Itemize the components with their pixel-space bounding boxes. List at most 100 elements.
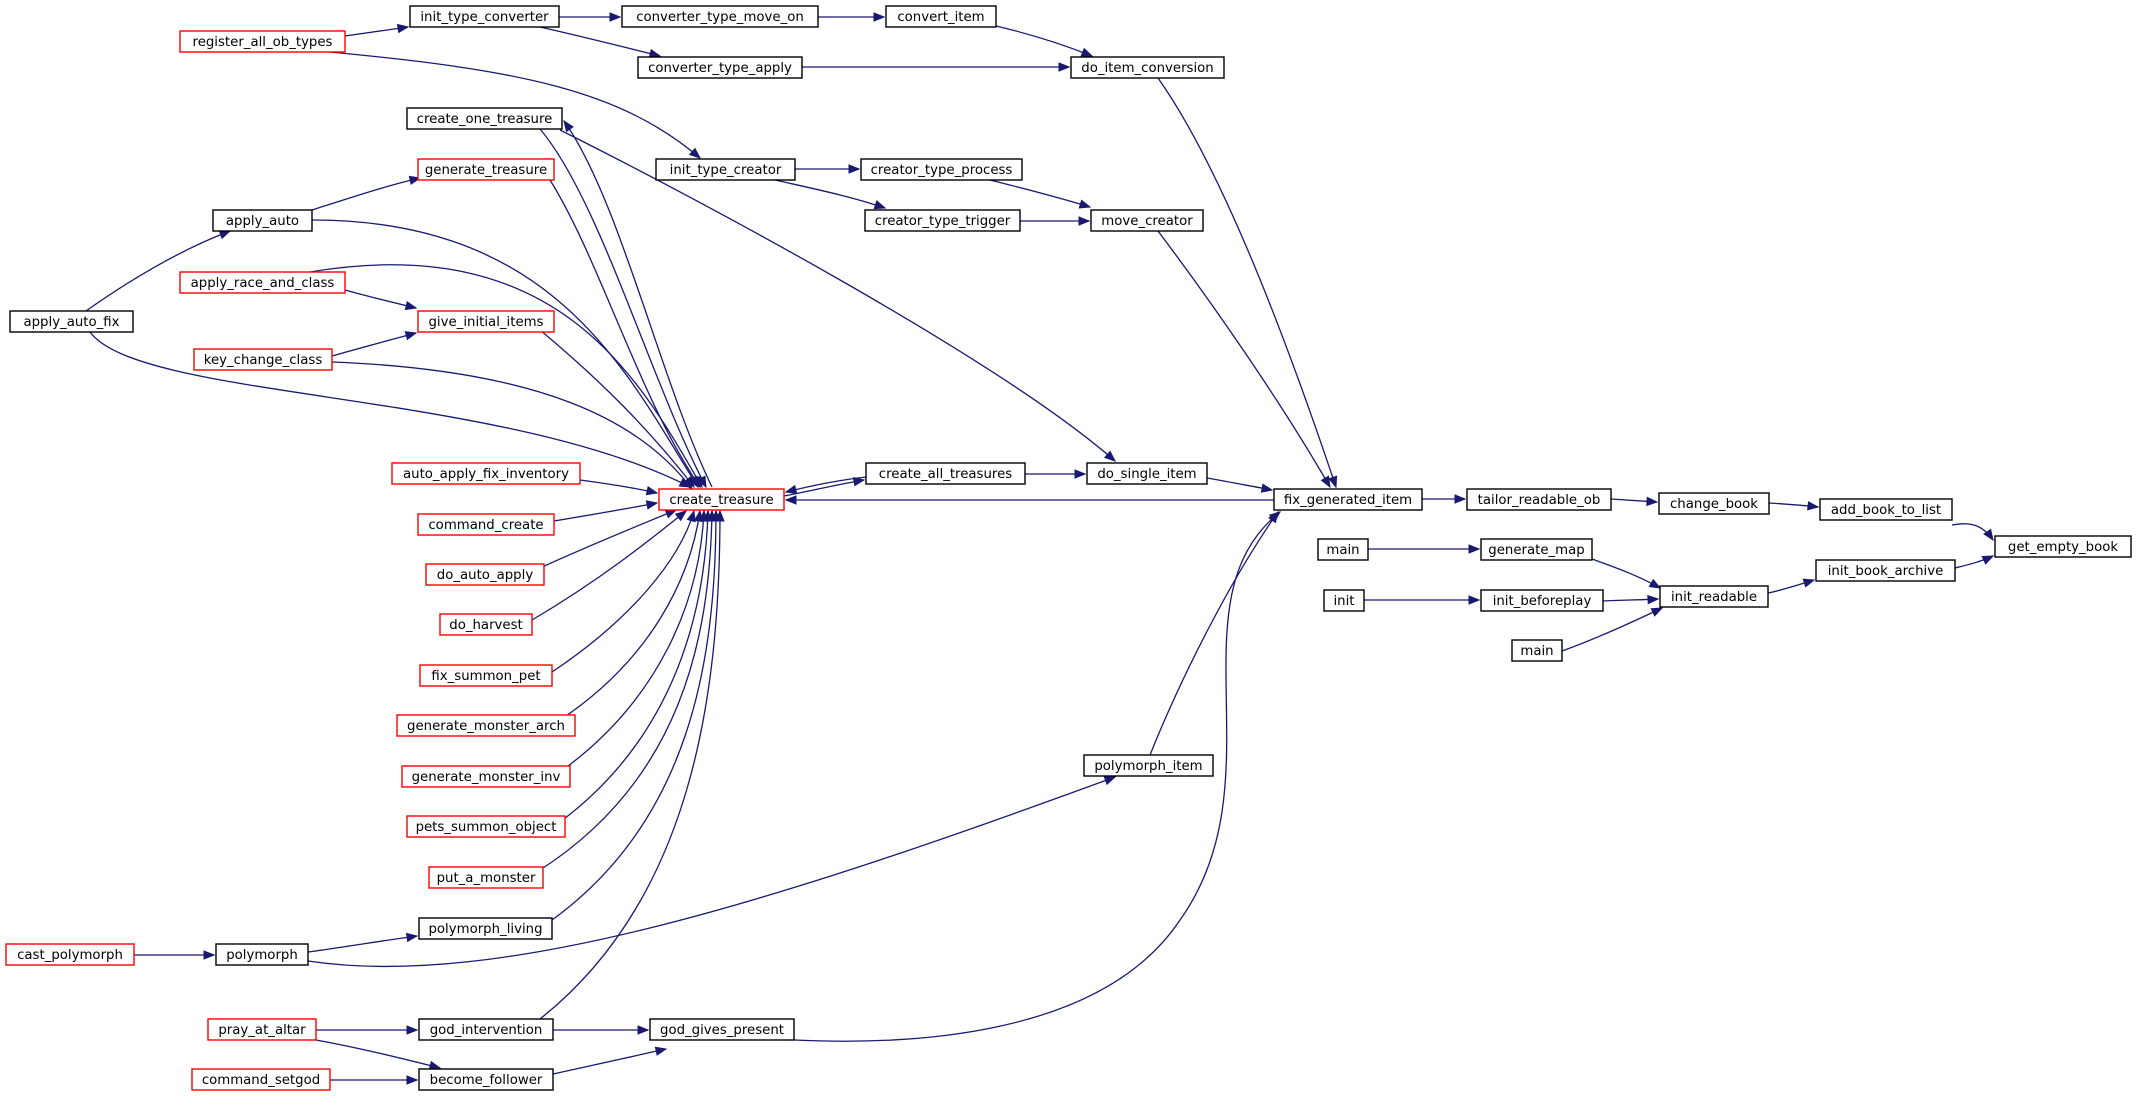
- node-pray_at_altar[interactable]: pray_at_altar: [207, 1018, 317, 1041]
- node-box[interactable]: [1086, 462, 1208, 485]
- node-apply_race_and_class[interactable]: apply_race_and_class: [179, 271, 346, 294]
- node-move_creator[interactable]: move_creator: [1090, 209, 1204, 232]
- node-creator_type_trigger[interactable]: creator_type_trigger: [864, 209, 1021, 232]
- node-create_all_treasures[interactable]: create_all_treasures: [865, 462, 1026, 485]
- node-box[interactable]: [885, 5, 997, 28]
- node-command_create[interactable]: command_create: [417, 513, 555, 536]
- node-give_initial_items[interactable]: give_initial_items: [417, 310, 555, 333]
- node-init_type_converter[interactable]: init_type_converter: [409, 5, 560, 28]
- node-box[interactable]: [212, 209, 313, 232]
- node-box[interactable]: [417, 158, 555, 181]
- node-box[interactable]: [418, 1018, 554, 1041]
- node-generate_map[interactable]: generate_map: [1480, 538, 1593, 561]
- node-become_follower[interactable]: become_follower: [418, 1068, 554, 1091]
- node-init_beforeplay[interactable]: init_beforeplay: [1480, 589, 1604, 612]
- node-generate_monster_arch[interactable]: generate_monster_arch: [396, 714, 576, 737]
- node-box[interactable]: [1659, 585, 1769, 608]
- node-init_readable[interactable]: init_readable: [1659, 585, 1769, 608]
- node-box[interactable]: [621, 5, 819, 28]
- node-box[interactable]: [1317, 538, 1369, 561]
- node-box[interactable]: [1083, 754, 1214, 777]
- node-box[interactable]: [406, 107, 563, 130]
- node-god_gives_present[interactable]: god_gives_present: [649, 1018, 795, 1041]
- node-box[interactable]: [658, 488, 785, 511]
- node-box[interactable]: [215, 943, 309, 966]
- node-box[interactable]: [9, 310, 134, 333]
- node-create_treasure[interactable]: create_treasure: [658, 488, 785, 511]
- node-create_one_treasure[interactable]: create_one_treasure: [406, 107, 563, 130]
- node-auto_apply_fix_inventory[interactable]: auto_apply_fix_inventory: [391, 462, 581, 485]
- node-put_a_monster[interactable]: put_a_monster: [428, 866, 544, 889]
- node-box[interactable]: [1323, 589, 1365, 612]
- node-convert_item[interactable]: convert_item: [885, 5, 997, 28]
- node-tailor_readable_ob[interactable]: tailor_readable_ob: [1466, 488, 1612, 511]
- node-init_type_creator[interactable]: init_type_creator: [655, 158, 796, 181]
- node-box[interactable]: [179, 30, 346, 53]
- node-do_harvest[interactable]: do_harvest: [439, 613, 533, 636]
- node-main_2[interactable]: main: [1511, 639, 1563, 662]
- node-box[interactable]: [1466, 488, 1612, 511]
- node-apply_auto[interactable]: apply_auto: [212, 209, 313, 232]
- node-box[interactable]: [418, 1068, 554, 1091]
- node-box[interactable]: [865, 462, 1026, 485]
- node-change_book[interactable]: change_book: [1658, 492, 1770, 515]
- node-box[interactable]: [409, 5, 560, 28]
- node-box[interactable]: [1819, 498, 1953, 521]
- node-box[interactable]: [191, 1068, 331, 1091]
- node-box[interactable]: [428, 866, 544, 889]
- node-god_intervention[interactable]: god_intervention: [418, 1018, 554, 1041]
- node-creator_type_process[interactable]: creator_type_process: [860, 158, 1023, 181]
- node-box[interactable]: [179, 271, 346, 294]
- node-generate_monster_inv[interactable]: generate_monster_inv: [401, 765, 571, 788]
- node-add_book_to_list[interactable]: add_book_to_list: [1819, 498, 1953, 521]
- node-init[interactable]: init: [1323, 589, 1365, 612]
- node-key_change_class[interactable]: key_change_class: [193, 348, 333, 371]
- node-box[interactable]: [1273, 488, 1423, 511]
- node-fix_generated_item[interactable]: fix_generated_item: [1273, 488, 1423, 511]
- node-box[interactable]: [406, 815, 566, 838]
- node-box[interactable]: [1815, 559, 1956, 582]
- node-box[interactable]: [425, 563, 545, 586]
- node-command_setgod[interactable]: command_setgod: [191, 1068, 331, 1091]
- node-cast_polymorph[interactable]: cast_polymorph: [5, 943, 135, 966]
- node-do_auto_apply[interactable]: do_auto_apply: [425, 563, 545, 586]
- node-box[interactable]: [391, 462, 581, 485]
- node-box[interactable]: [417, 310, 555, 333]
- node-box[interactable]: [1480, 589, 1604, 612]
- node-box[interactable]: [860, 158, 1023, 181]
- node-box[interactable]: [193, 348, 333, 371]
- node-box[interactable]: [401, 765, 571, 788]
- node-do_item_conversion[interactable]: do_item_conversion: [1070, 56, 1225, 79]
- node-box[interactable]: [1480, 538, 1593, 561]
- node-polymorph[interactable]: polymorph: [215, 943, 309, 966]
- node-box[interactable]: [864, 209, 1021, 232]
- node-box[interactable]: [396, 714, 576, 737]
- node-fix_summon_pet[interactable]: fix_summon_pet: [419, 664, 553, 687]
- node-box[interactable]: [417, 513, 555, 536]
- node-main_1[interactable]: main: [1317, 538, 1369, 561]
- node-box[interactable]: [418, 917, 553, 940]
- node-register_all_ob_types[interactable]: register_all_ob_types: [179, 30, 346, 53]
- node-box[interactable]: [5, 943, 135, 966]
- node-box[interactable]: [649, 1018, 795, 1041]
- node-box[interactable]: [439, 613, 533, 636]
- node-box[interactable]: [207, 1018, 317, 1041]
- node-do_single_item[interactable]: do_single_item: [1086, 462, 1208, 485]
- node-box[interactable]: [1511, 639, 1563, 662]
- node-box[interactable]: [1070, 56, 1225, 79]
- node-converter_type_apply[interactable]: converter_type_apply: [637, 56, 803, 79]
- node-apply_auto_fix[interactable]: apply_auto_fix: [9, 310, 134, 333]
- node-box[interactable]: [1090, 209, 1204, 232]
- node-box[interactable]: [1658, 492, 1770, 515]
- node-generate_treasure[interactable]: generate_treasure: [417, 158, 555, 181]
- node-init_book_archive[interactable]: init_book_archive: [1815, 559, 1956, 582]
- node-converter_type_move_on[interactable]: converter_type_move_on: [621, 5, 819, 28]
- node-box[interactable]: [637, 56, 803, 79]
- node-box[interactable]: [419, 664, 553, 687]
- node-box[interactable]: [1994, 535, 2132, 558]
- node-get_empty_book[interactable]: get_empty_book: [1994, 535, 2132, 558]
- node-polymorph_living[interactable]: polymorph_living: [418, 917, 553, 940]
- node-polymorph_item[interactable]: polymorph_item: [1083, 754, 1214, 777]
- node-box[interactable]: [655, 158, 796, 181]
- node-pets_summon_object[interactable]: pets_summon_object: [406, 815, 566, 838]
